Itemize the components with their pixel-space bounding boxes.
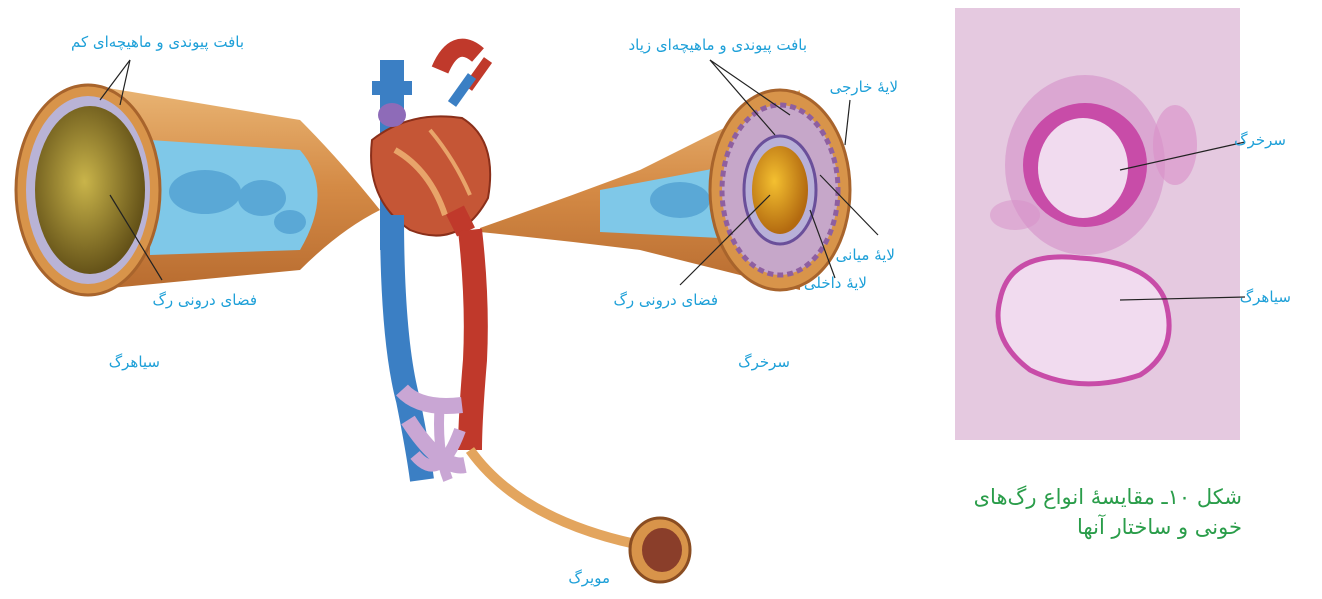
capillary-name-label: مویرگ [568,571,610,586]
middle-layer-label: لایۀ میانی [836,248,895,263]
caption-line-2: خونی و ساختار آنها [974,512,1242,542]
micro-artery-label: سرخرگ [1234,133,1286,148]
artery-lumen-label: فضای درونی رگ [613,293,718,308]
figure-caption: شکل ۱۰ـ مقایسۀ انواع رگ‌های خونی و ساختا… [974,482,1242,543]
vein-wall-note: بافت پیوندی و ماهیچه‌ای کم [71,35,244,50]
micrograph-panel [955,8,1240,440]
vein-lumen-label: فضای درونی رگ [152,293,257,308]
artery-name-label: سرخرگ [738,355,790,370]
vessel-tubes [392,215,690,582]
artery-cross-section [480,90,850,290]
inner-layer-label: لایۀ داخلی [804,276,867,291]
artery-wall-note: بافت پیوندی و ماهیچه‌ای زیاد [628,38,807,53]
vein-name-label: سیاهرگ [109,355,160,370]
outer-layer-label: لایۀ خارجی [830,80,898,95]
vein-cross-section [16,85,380,295]
micro-vein-label: سیاهرگ [1240,290,1291,305]
caption-line-1: شکل ۱۰ـ مقایسۀ انواع رگ‌های [974,482,1242,512]
